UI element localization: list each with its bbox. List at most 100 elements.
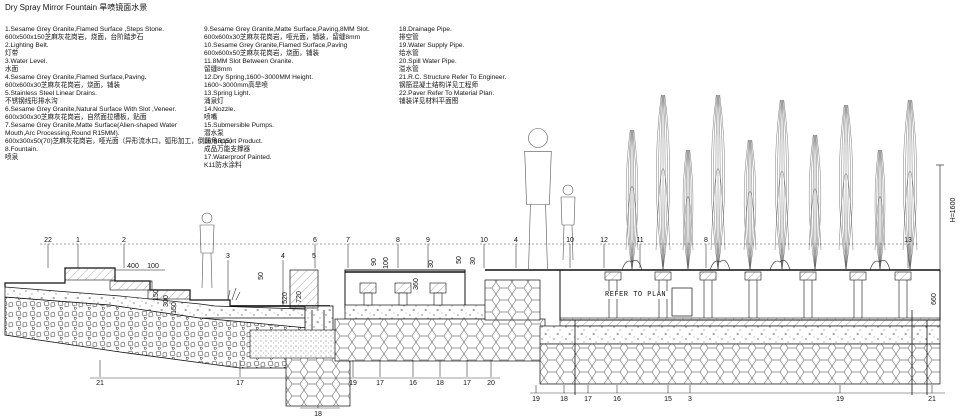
spray-stream: [808, 134, 816, 271]
spray-stream: [812, 134, 816, 271]
figure-legs: [528, 204, 548, 272]
spray-plume: [743, 139, 757, 271]
legend-line: 8.Fountain.: [5, 146, 38, 153]
dimension-text: 150: [171, 302, 178, 314]
spray-stream: [874, 149, 881, 271]
callout-number: 20: [487, 380, 495, 387]
spray-plume: [808, 134, 822, 271]
spray-stream: [662, 94, 668, 271]
callout-number: 19: [349, 380, 357, 387]
spray-stream: [747, 139, 751, 271]
figure-head: [528, 128, 548, 148]
spray-outline: [625, 185, 639, 251]
legend-line: 给水管: [399, 50, 419, 57]
spray-stream: [781, 99, 789, 271]
spray-stream: [810, 134, 816, 271]
support-pedestal: [433, 292, 443, 306]
callout-number: 12: [600, 237, 608, 244]
spray-plume: [710, 94, 726, 271]
drawing-title: Dry Spray Mirror Fountain 旱喷镜面水景: [5, 3, 148, 12]
callout-number: 18: [436, 380, 444, 387]
spray-plume: [874, 149, 886, 271]
spray-stream: [845, 104, 851, 271]
nozzle-box: [699, 271, 717, 281]
foundation-block: [285, 355, 351, 407]
veneer-wall: [289, 269, 319, 309]
dimension-text: 30: [428, 260, 435, 268]
callout-number: 21: [928, 396, 936, 403]
spray-stream: [711, 94, 719, 271]
figure-body: [199, 224, 215, 254]
dimension-text: 50: [258, 272, 265, 280]
plant: [769, 259, 791, 271]
figure-legs: [201, 252, 213, 289]
legend-line: 1.Sesame Grey Granite,Flamed Surface ,St…: [5, 26, 165, 33]
spray-stream: [627, 129, 633, 271]
dimension-text: 660: [931, 293, 938, 305]
figure-head: [201, 212, 213, 224]
legend-line: 2.Lighting Belt.: [5, 42, 49, 49]
callout-number: 17: [463, 380, 471, 387]
dimension-text: 360: [413, 278, 420, 290]
spray-stream: [781, 99, 785, 271]
callout-number: 11: [636, 237, 643, 244]
spray-stream: [717, 94, 723, 271]
spray-stream: [629, 129, 633, 271]
spray-stream: [749, 139, 755, 271]
nozzle-box: [654, 271, 672, 281]
spray-stream: [658, 94, 664, 271]
callout-number: 3: [226, 253, 230, 260]
spray-stream: [779, 99, 783, 271]
legend-line: 潜水泵: [204, 130, 224, 137]
callout-number: 15: [664, 396, 672, 403]
callout-number: 5: [312, 253, 316, 260]
human-figure: [199, 212, 215, 289]
figure-body: [560, 196, 576, 226]
support-pedestal: [394, 282, 412, 294]
step-stone: [64, 267, 116, 281]
callout-number: 17: [584, 396, 592, 403]
spray-plume: [774, 99, 790, 271]
spray-stream: [845, 104, 849, 271]
figure-body: [524, 151, 552, 205]
support-pedestal: [359, 282, 377, 294]
spray-stream: [814, 134, 818, 271]
callout-number: 16: [409, 380, 417, 387]
legend-line: 600x600x50芝麻灰花岗岩，烧面，铺装: [204, 50, 320, 57]
spray-stream: [687, 149, 690, 271]
legend-column-1: 1.Sesame Grey Granite,Flamed Surface ,St…: [5, 26, 236, 162]
legend-line: 600x300x50(70)芝麻灰花岗岩，哑光面（异形流水口，弧形加工，倒圆角R…: [5, 138, 237, 145]
dimension-text: 400: [127, 263, 139, 270]
legend-line: 9.Sesame Grey Granite,Matte Surface,Pavi…: [204, 26, 370, 33]
spray-plume: [682, 149, 694, 271]
spray-stream: [625, 129, 633, 271]
spray-plume: [838, 104, 854, 271]
callout-number: 4: [281, 253, 285, 260]
callout-number: 19: [532, 396, 540, 403]
spray-stream: [876, 149, 881, 271]
waterproof-layer: [559, 317, 941, 327]
legend-line: 不锈钢线形排水沟: [5, 98, 58, 105]
spray-stream: [749, 139, 757, 271]
spray-stream: [631, 129, 637, 271]
dimension-text: 30: [470, 257, 477, 265]
legend-line: 5.Stainless Steel Linear Drains.: [5, 90, 97, 97]
callout-number: 10: [566, 237, 574, 244]
spray-stream: [879, 149, 886, 271]
legend-line: 20.Spill Water Pipe.: [399, 58, 457, 65]
callout-number: 17: [236, 380, 244, 387]
legend-line: 10.Sesame Grey Granite,Flamed Surface,Pa…: [204, 42, 348, 49]
support-pedestal: [398, 292, 408, 306]
human-figure: [560, 184, 576, 261]
legend-line: 喷泉: [5, 154, 19, 161]
spray-stream: [749, 139, 753, 271]
legend-line: 22.Paver Refer To Material Plan.: [399, 90, 495, 97]
spray-stream: [845, 104, 853, 271]
spray-stream: [909, 99, 917, 271]
callout-number: 16: [613, 396, 621, 403]
legend-line: 12.Dry Spring,1600~3000MM Height.: [204, 74, 314, 81]
legend-line: 15.Submersible Pumps.: [204, 122, 275, 129]
callout-number: 17: [376, 380, 384, 387]
legend-line: 13.Spring Light.: [204, 90, 251, 97]
